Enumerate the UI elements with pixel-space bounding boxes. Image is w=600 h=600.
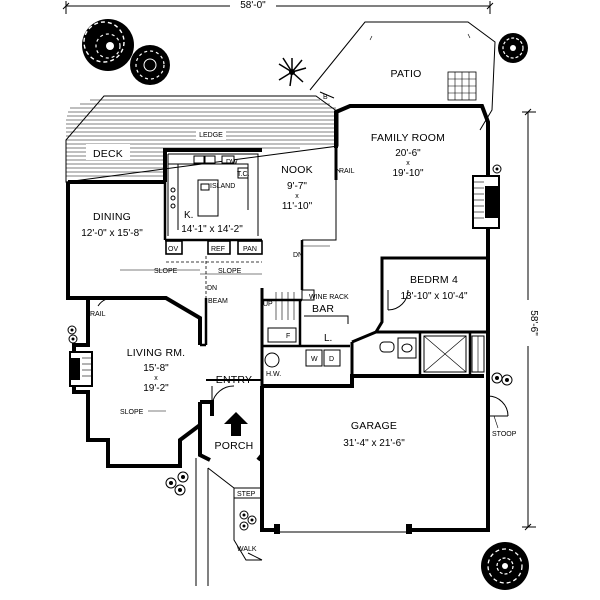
interior-walls bbox=[163, 148, 488, 386]
patio-planter bbox=[447, 71, 477, 101]
laundry: F W D L. H.W. bbox=[264, 327, 341, 378]
family-room-depth: 19'-10" bbox=[392, 168, 423, 179]
sink-icon bbox=[193, 155, 216, 164]
toilet-icon bbox=[379, 341, 395, 353]
w-label: W bbox=[311, 356, 318, 363]
nook-depth: 11'-10" bbox=[282, 201, 313, 212]
exterior-walls bbox=[66, 104, 490, 532]
l-label: L. bbox=[324, 333, 332, 344]
pantry bbox=[237, 240, 263, 255]
shrub-icon bbox=[130, 45, 170, 85]
garage-label: GARAGE bbox=[351, 420, 397, 432]
kitchen-label: K. bbox=[184, 210, 193, 221]
kitchen: DW T.C. ISLAND K. 14'-1" x 14'-2" OV REF… bbox=[165, 153, 263, 263]
cooktop-icon bbox=[170, 187, 176, 209]
f-label: F bbox=[286, 333, 290, 340]
nook: NOOK 9'-7" x 11'-10" DN bbox=[281, 164, 330, 259]
washer bbox=[305, 349, 323, 367]
fireplace-icon bbox=[69, 351, 93, 387]
slope-label: SLOPE bbox=[218, 268, 242, 275]
island-label: ISLAND bbox=[210, 183, 235, 190]
family-room-x: x bbox=[406, 160, 410, 167]
ref-label: REF bbox=[211, 246, 225, 253]
tree-icon bbox=[82, 19, 134, 71]
freezer bbox=[267, 327, 297, 343]
refrigerator bbox=[207, 240, 231, 255]
patio: PATIO bbox=[309, 21, 496, 131]
tree-icon bbox=[481, 542, 529, 590]
slope-label: SLOPE bbox=[154, 268, 178, 275]
wine-rack-label: WINE RACK bbox=[309, 294, 349, 301]
flower-shrub-icon bbox=[67, 164, 513, 531]
rail-label: RAIL bbox=[339, 168, 355, 175]
entry: ENTRY bbox=[211, 374, 252, 405]
family-room: FAMILY ROOM 20'-6" x 19'-10" RAIL bbox=[335, 132, 445, 179]
family-room-label: FAMILY ROOM bbox=[371, 132, 445, 144]
bathroom bbox=[379, 335, 485, 373]
living-room-x: x bbox=[154, 375, 158, 382]
island: ISLAND bbox=[197, 179, 235, 217]
dining: DINING 12'-0" x 15'-8" SLOPE SLOPE bbox=[81, 211, 262, 298]
deck-label: DECK bbox=[93, 148, 123, 160]
overall-width-label: 58'-0" bbox=[240, 0, 266, 11]
water-heater bbox=[264, 352, 280, 368]
nook-x: x bbox=[295, 193, 299, 200]
kitchen-size: 14'-1" x 14'-2" bbox=[181, 224, 243, 235]
sink-icon bbox=[401, 343, 413, 353]
step-label: STEP bbox=[237, 491, 256, 498]
hw-label: H.W. bbox=[266, 371, 281, 378]
porch: PORCH STEP WALK bbox=[195, 412, 263, 586]
fireplace-icon bbox=[472, 175, 500, 229]
palm-icon bbox=[278, 57, 307, 87]
dryer bbox=[323, 349, 341, 367]
bar-label: BAR bbox=[312, 303, 334, 315]
living-room-label: LIVING RM. bbox=[127, 347, 186, 359]
stair-and-bar: UP WINE RACK BAR DN bbox=[207, 285, 349, 324]
stoop-label: STOOP bbox=[492, 431, 517, 438]
garage-size: 31'-4" x 21'-6" bbox=[343, 438, 405, 449]
nook-width: 9'-7" bbox=[287, 181, 307, 192]
tc-label: T.C. bbox=[237, 171, 250, 178]
d-label: D bbox=[329, 356, 334, 363]
garage: GARAGE 31'-4" x 21'-6" STOOP bbox=[274, 395, 517, 534]
b-label: B bbox=[323, 94, 328, 101]
bedroom-4-label: BEDRM 4 bbox=[410, 274, 458, 286]
dw-label: DW bbox=[226, 159, 238, 166]
bedroom-4-size: 13'-10" x 10'-4" bbox=[400, 291, 468, 302]
beam-label: BEAM bbox=[208, 298, 228, 305]
dn-label: DN bbox=[293, 252, 303, 259]
family-room-width: 20'-6" bbox=[395, 148, 421, 159]
living-room: LIVING RM. 15'-8" x 19'-2" RAIL SLOPE BE… bbox=[90, 297, 228, 416]
dining-size: 12'-0" x 15'-8" bbox=[81, 228, 143, 239]
living-room-width: 15'-8" bbox=[143, 363, 169, 374]
oven bbox=[165, 240, 183, 255]
bedroom-4: BEDRM 4 13'-10" x 10'-4" bbox=[379, 274, 485, 373]
dishwasher bbox=[221, 155, 235, 164]
rail-label: RAIL bbox=[90, 311, 106, 318]
entry-label: ENTRY bbox=[216, 374, 252, 386]
trash-compactor bbox=[237, 167, 249, 179]
overall-width-dimension: 58'-0" bbox=[62, 0, 494, 14]
pan-label: PAN bbox=[243, 246, 257, 253]
living-room-depth: 19'-2" bbox=[143, 383, 169, 394]
walk-label: WALK bbox=[237, 546, 257, 553]
dining-label: DINING bbox=[93, 211, 131, 223]
dn-label: DN bbox=[207, 285, 217, 292]
deck: DECK LEDGE B bbox=[65, 91, 339, 183]
ledge-label: LEDGE bbox=[199, 132, 223, 139]
overall-depth-dimension: 58'-6" bbox=[521, 108, 539, 531]
up-label: UP bbox=[263, 301, 273, 308]
ov-label: OV bbox=[168, 246, 178, 253]
patio-label: PATIO bbox=[391, 68, 422, 80]
slope-label: SLOPE bbox=[120, 409, 144, 416]
entry-arrow-icon bbox=[224, 412, 248, 436]
overall-depth-label: 58'-6" bbox=[528, 310, 539, 336]
nook-label: NOOK bbox=[281, 164, 313, 176]
porch-label: PORCH bbox=[215, 440, 254, 452]
tree-icon bbox=[498, 33, 528, 63]
